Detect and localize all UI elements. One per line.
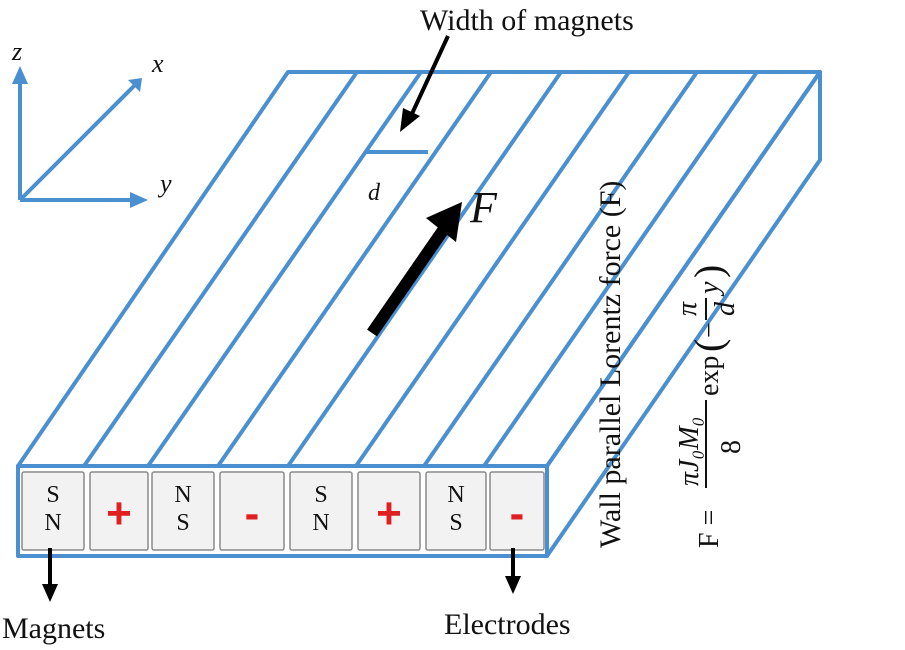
negative-electrode-sign: - [245, 489, 260, 538]
stripe-line [216, 70, 493, 468]
width-pointer-arrowhead [400, 108, 420, 132]
force-equation: F = πJ₀M₀ 8 exp ( − π d y ) [672, 265, 747, 548]
plate-side-face [545, 70, 822, 558]
z-axis-arrowhead [12, 66, 28, 84]
equation-open-paren: ( [686, 339, 731, 352]
magnet-pole-bottom: N [312, 510, 329, 536]
positive-electrode-sign: + [106, 489, 132, 538]
magnet-pole-bottom: S [449, 510, 462, 536]
equation-lhs: F = [694, 510, 725, 548]
equation-exp: exp [694, 356, 725, 396]
magnets-label: Magnets [2, 612, 105, 645]
magnet-cell [151, 471, 215, 551]
x-axis-arrowhead [128, 78, 142, 92]
electrode-cell [219, 471, 285, 551]
equation-close-paren: ) [686, 265, 731, 278]
equation-denominator: 8 [716, 440, 747, 454]
force-arrow [367, 222, 451, 337]
equation-y: y [694, 281, 725, 297]
x-axis [18, 82, 138, 202]
coordinate-axes: z x y [11, 37, 172, 208]
magnets-pointer-arrowhead [42, 584, 58, 602]
electrodes-label: Electrodes [444, 608, 571, 641]
magnet-cell [425, 471, 487, 551]
front-cells: SN+NS-SN+NS- [21, 471, 545, 551]
y-axis-label: y [157, 169, 172, 198]
negative-electrode-sign: - [510, 489, 525, 538]
magnet-pole-bottom: S [176, 510, 189, 536]
stripe-line [482, 70, 759, 468]
positive-electrode-sign: + [376, 489, 402, 538]
width-pointer-arrow [408, 35, 450, 119]
stripe-line [354, 70, 631, 468]
electrodes-pointer-arrowhead [505, 576, 521, 594]
magnet-pole-top: S [314, 482, 327, 508]
side-title: Wall parallel Lorentz force (F) [594, 181, 627, 548]
stripe-line [82, 70, 359, 468]
electrode-cell [489, 471, 545, 551]
magnet-pole-top: N [174, 482, 191, 508]
magnet-cell [289, 471, 353, 551]
electrode-cell [89, 471, 149, 551]
stripe-line [422, 70, 699, 468]
equation-pi: π [672, 301, 703, 316]
equation-numerator: πJ₀M₀ [674, 417, 705, 486]
magnet-pole-bottom: N [44, 510, 61, 536]
stripe-line [146, 70, 423, 468]
force-label: F [469, 183, 498, 232]
electrode-cell [357, 471, 421, 551]
equation-d: d [710, 301, 741, 316]
magnet-pole-top: N [447, 482, 464, 508]
magnet-stripes [82, 70, 759, 468]
plate [16, 70, 822, 558]
magnet-pole-top: S [46, 482, 59, 508]
magnet-cell [21, 471, 85, 551]
y-axis-arrowhead [130, 192, 148, 208]
z-axis-label: z [11, 37, 22, 66]
force-arrowhead [426, 202, 462, 242]
stripe-line [286, 70, 563, 468]
x-axis-label: x [151, 49, 164, 78]
d-label: d [368, 180, 381, 206]
equation-neg: − [694, 322, 725, 338]
width-of-magnets-label: Width of magnets [420, 4, 634, 37]
